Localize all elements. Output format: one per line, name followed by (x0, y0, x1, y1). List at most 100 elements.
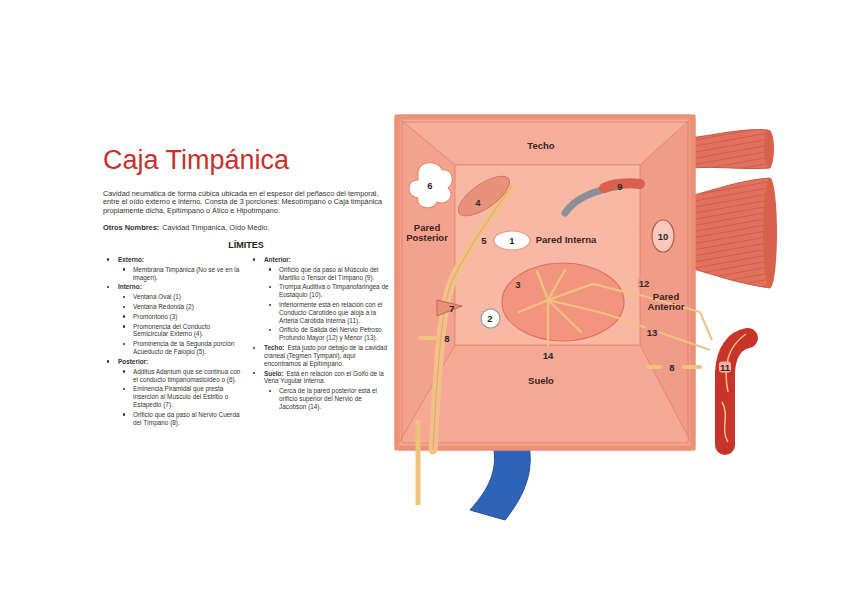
limit-heading: Posterior: (118, 358, 148, 365)
pyramidal-eminence (437, 300, 462, 316)
limit-text: Orificio de Salida del Nervio Petroso Pr… (279, 326, 382, 341)
bullet-dot (107, 258, 109, 260)
limit-text: Additus Adantum que se continua con el c… (133, 368, 240, 383)
list-item: Orificio que da paso al Músculo del Mart… (249, 266, 389, 282)
list-item: Orificio de Salida del Nervio Petroso Pr… (249, 326, 389, 342)
callout-number: 10 (658, 231, 669, 242)
list-item: Anterior: (249, 256, 389, 264)
wall-name: Pared Posterior (404, 223, 450, 244)
list-item: Additus Adantum que se continua con el c… (103, 368, 243, 384)
list-item: Externo: (103, 256, 243, 264)
bullet-dot (123, 296, 125, 298)
limit-heading: Techo: (264, 344, 284, 351)
wall-name: Suelo (528, 376, 554, 386)
limit-text: Promonencia del Conducto Semicircular Ex… (133, 323, 210, 338)
illustration-part (690, 178, 770, 288)
limit-text: Cerca de la pared posterior está el orif… (279, 387, 377, 410)
list-item: Trompa Auditiva o Timpanofaringea de Eus… (249, 283, 389, 299)
promontory: 3 (501, 262, 625, 342)
limit-heading: Anterior: (264, 256, 291, 263)
list-item: Posterior: (103, 358, 243, 366)
list-item: Suelo:Está en relación con el Golfo de l… (249, 370, 389, 386)
eustachian-tube (690, 178, 777, 288)
tube-orifice: 10 (651, 219, 675, 253)
tympanic-plexus (519, 270, 625, 342)
limit-text: Promontorio (3) (133, 313, 177, 320)
bullet-dot (123, 315, 125, 317)
limits-column: Anterior: Orificio que da paso al Músculo… (249, 256, 389, 428)
callout-number: 9 (616, 181, 623, 192)
callout-number: 4 (474, 197, 481, 208)
cube-frame (397, 117, 693, 448)
list-item: Cerca de la pared posterior está el orif… (249, 387, 389, 410)
chorda-tympani (416, 420, 421, 505)
bullet-dot (269, 268, 271, 270)
callout-number: 8 (668, 362, 675, 373)
promontory-shape (501, 262, 625, 342)
list-item: Ventana Redonda (2) (103, 303, 243, 311)
tensor-muscle (690, 130, 774, 169)
other-names-heading: Otros Nombres: (103, 223, 159, 232)
callout-number: 12 (638, 278, 651, 289)
list-item: Techo:Está justo por debajo de la cavida… (249, 344, 389, 367)
cube-frame-inner (402, 122, 688, 443)
jugular-vein (470, 440, 530, 520)
oval-window-outline (494, 231, 530, 250)
carotid-artery (722, 334, 748, 445)
bullet-dot (123, 268, 125, 270)
list-item: Promontorio (3) (103, 313, 243, 321)
list-item: Prominencia de la Segunda porción Acuedu… (103, 340, 243, 356)
limit-heading: Interno: (118, 283, 142, 290)
limit-text: Eminencia Piramidal que presta inserción… (133, 385, 228, 408)
round-window-outline (481, 309, 500, 328)
bullet-dot (269, 304, 271, 306)
limit-text: Inferiormente está en relación con el Co… (279, 301, 382, 324)
bullet-dot (253, 372, 255, 374)
limit-text: Orificio que da paso al Nervio Cuerda de… (133, 411, 240, 426)
list-item: Inferiormente está en relación con el Co… (249, 301, 389, 324)
bullet-dot (123, 306, 125, 308)
callout-number: 6 (426, 180, 433, 191)
bullet-dot (123, 413, 125, 415)
petrosal-major (622, 290, 712, 340)
bullet-dot (123, 325, 125, 327)
wall-name: Techo (527, 141, 554, 151)
limit-text: Ventana Redonda (2) (133, 303, 194, 310)
aditus-ad-antrum (409, 163, 452, 208)
list-item: Eminencia Piramidal que presta inserción… (103, 385, 243, 408)
facial-canal (433, 186, 512, 450)
bullet-dot (123, 388, 125, 390)
list-item: Orificio que da paso al Nervio Cuerda de… (103, 411, 243, 427)
list-item: Interno: (103, 283, 243, 291)
limit-text: Ventana Oval (1) (133, 293, 181, 300)
other-names-text: Cavidad Timpánica, Oído Medio. (162, 223, 269, 232)
text-panel: Caja TimpánicaCavidad neumática de forma… (103, 146, 389, 428)
callout-number: 2 (487, 313, 492, 324)
callout-number: 3 (515, 279, 520, 290)
round-window: 2 (480, 308, 501, 329)
list-item: Membrana Timpánica (No se ve en la image… (103, 266, 243, 282)
illustration-part (690, 130, 770, 169)
bullet-dot (253, 258, 255, 260)
illustration-part (763, 178, 777, 288)
oval-window: 1 (493, 230, 531, 251)
limit-heading: Externo: (118, 256, 144, 263)
bullet-dot (107, 286, 109, 288)
description-text: Cavidad neumática de forma cúbica ubicad… (103, 190, 389, 216)
list-item: Ventana Oval (1) (103, 293, 243, 301)
wall-name: Pared Anterior (643, 292, 689, 313)
section-heading: LÍMITES (103, 240, 389, 250)
limits-column: Externo: Membrana Timpánica (No se ve en … (103, 256, 243, 428)
bullet-dot (123, 370, 125, 372)
limit-text: Prominencia de la Segunda porción Acuedu… (133, 340, 234, 355)
page-title: Caja Timpánica (103, 146, 389, 176)
callout-number: 13 (646, 327, 659, 338)
bullet-dot (269, 329, 271, 331)
facial-canal-edge (433, 186, 512, 450)
illustration-part (764, 130, 774, 168)
other-names-line: Otros Nombres:Cavidad Timpánica, Oído Me… (103, 223, 389, 232)
promontory-outline (502, 263, 624, 341)
callout-number: 11 (719, 362, 731, 373)
